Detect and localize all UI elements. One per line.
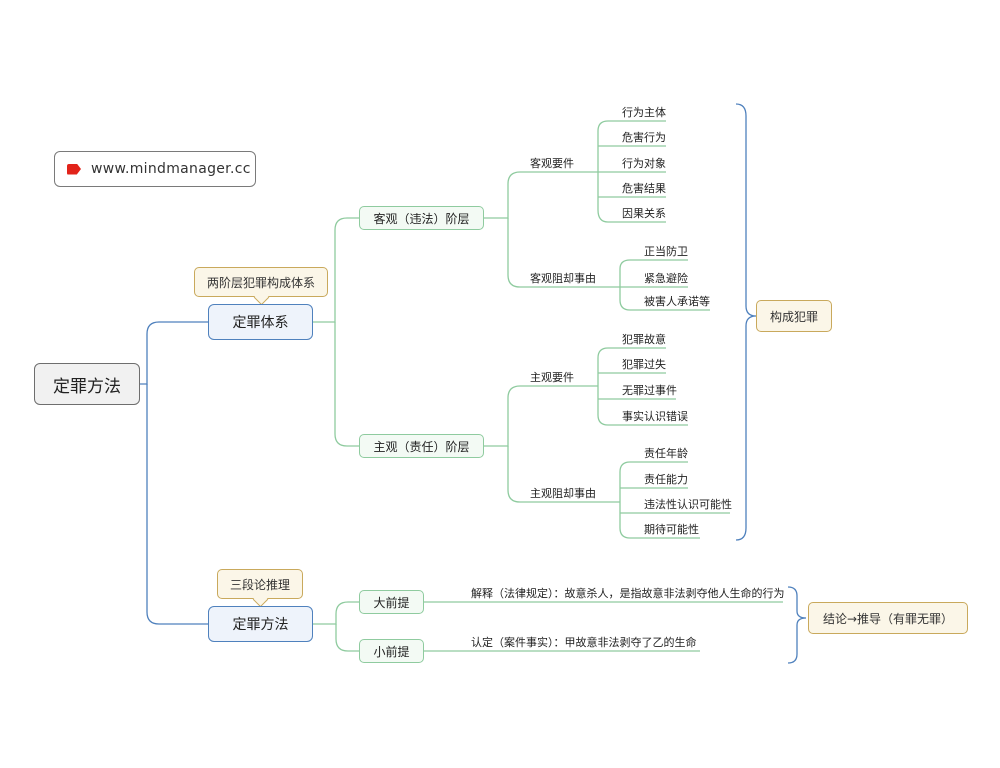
mindmanager-logo[interactable]: www.mindmanager.cc (54, 151, 256, 187)
connector-root-method (146, 384, 208, 625)
leaf-awareness-of-illegality[interactable]: 违法性认识可能性 (644, 498, 732, 511)
topic-conviction-system[interactable]: 定罪体系 (208, 304, 313, 340)
topic-minor-premise[interactable]: 小前提 (359, 639, 424, 663)
topic-objective-elements[interactable]: 客观要件 (530, 157, 574, 170)
leaf-harmful-act[interactable]: 危害行为 (622, 131, 666, 144)
leaf-harmful-result[interactable]: 危害结果 (622, 182, 666, 195)
leaf-victim-consent[interactable]: 被害人承诺等 (644, 295, 710, 308)
root-topic[interactable]: 定罪方法 (34, 363, 140, 405)
leaf-intent[interactable]: 犯罪故意 (622, 333, 666, 346)
connector-leaves-obj-excuses (619, 259, 710, 311)
major-premise-detail[interactable]: 解释（法律规定）：故意杀人，是指故意非法剥夺他人生命的行为 (471, 587, 785, 600)
connector-method-major (313, 601, 359, 625)
callout-two-stage-label: 两阶层犯罪构成体系 (206, 275, 315, 290)
topic-major-premise[interactable]: 大前提 (359, 590, 424, 614)
connector-objective-elements (484, 171, 598, 219)
connector-leaves-subj-elements (597, 347, 688, 426)
topic-conviction-method[interactable]: 定罪方法 (208, 606, 313, 642)
connector-root-system (140, 321, 208, 385)
leaf-no-fault-event[interactable]: 无罪过事件 (622, 384, 677, 397)
callout-syllogism[interactable]: 三段论推理 (217, 569, 303, 608)
minor-premise-detail[interactable]: 认定（案件事实）：甲故意非法剥夺了乙的生命 (471, 636, 697, 649)
connector-leaves-subj-excuses (619, 461, 730, 539)
topic-objective-stage[interactable]: 客观（违法）阶层 (359, 206, 484, 230)
leaf-necessity[interactable]: 紧急避险 (644, 272, 688, 285)
mindmanager-logo-icon (67, 163, 81, 175)
bracket-conclusion (787, 586, 807, 664)
leaf-negligence[interactable]: 犯罪过失 (622, 358, 666, 371)
leaf-actor[interactable]: 行为主体 (622, 106, 666, 119)
summary-constitutes-crime[interactable]: 构成犯罪 (756, 300, 832, 332)
topic-subjective-stage[interactable]: 主观（责任）阶层 (359, 434, 484, 458)
topic-subjective-excuses[interactable]: 主观阻却事由 (530, 487, 596, 500)
connector-subjective-excuses (507, 446, 620, 503)
connector-method-minor (335, 624, 359, 652)
logo-url: www.mindmanager.cc (91, 161, 251, 177)
leaf-self-defense[interactable]: 正当防卫 (644, 245, 688, 258)
topic-subjective-elements[interactable]: 主观要件 (530, 371, 574, 384)
leaf-expectability[interactable]: 期待可能性 (644, 523, 699, 536)
leaf-act-object[interactable]: 行为对象 (622, 157, 666, 170)
leaf-age-of-responsibility[interactable]: 责任年龄 (644, 447, 688, 460)
connector-objective-excuses (507, 218, 620, 288)
topic-objective-excuses[interactable]: 客观阻却事由 (530, 272, 596, 285)
bracket-crime (735, 103, 757, 541)
callout-two-stage-system[interactable]: 两阶层犯罪构成体系 (194, 267, 328, 306)
summary-conclusion[interactable]: 结论→推导（有罪无罪） (808, 602, 968, 634)
connector-subjective-elements (484, 385, 598, 447)
connector-leaves-obj-elements (597, 120, 666, 223)
leaf-mistake-of-fact[interactable]: 事实认识错误 (622, 410, 688, 423)
callout-syllogism-label: 三段论推理 (229, 577, 290, 592)
connector-system-subjective (334, 322, 359, 447)
leaf-capacity[interactable]: 责任能力 (644, 473, 688, 486)
leaf-causation[interactable]: 因果关系 (622, 207, 666, 220)
connector-system-objective (313, 217, 359, 323)
